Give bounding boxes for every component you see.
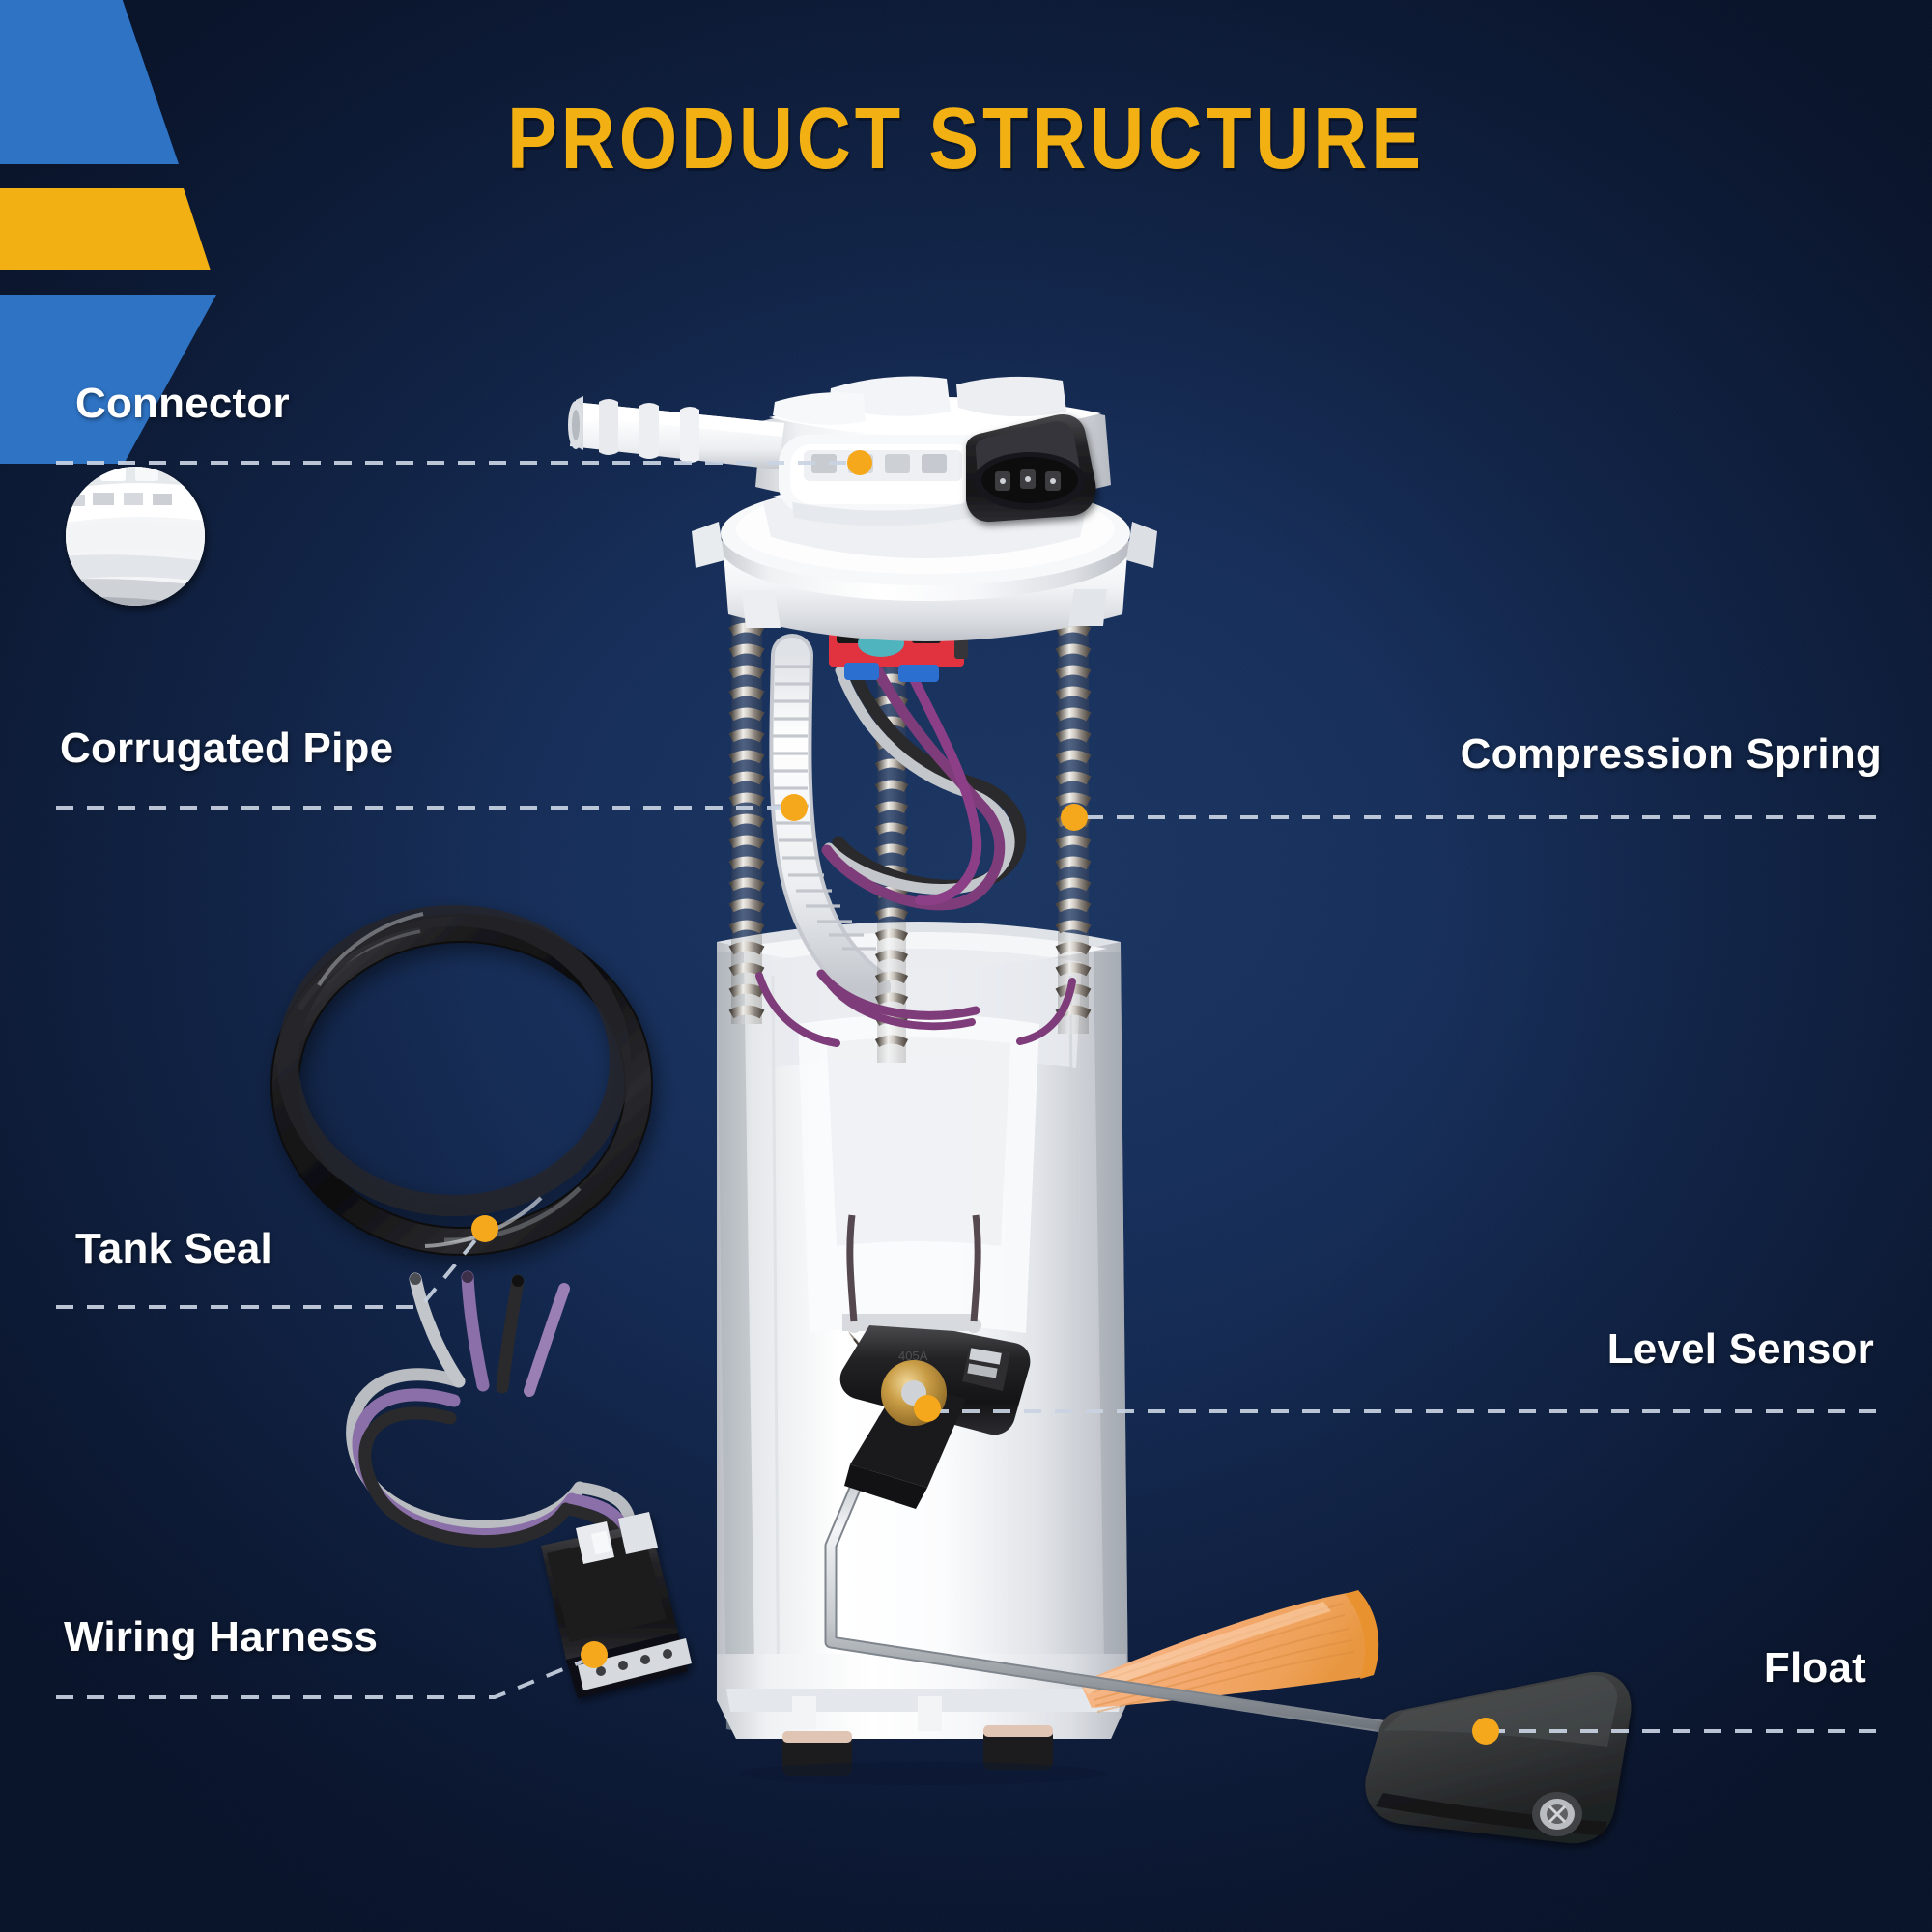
- corner-decoration: [0, 0, 216, 464]
- dot-wiring-harness: [581, 1641, 608, 1668]
- callout-label-compression-spring: Compression Spring: [1460, 730, 1882, 778]
- svg-text:405A: 405A: [898, 1349, 928, 1363]
- dot-connector: [847, 450, 872, 475]
- stripe-blue-top: [0, 0, 179, 164]
- dot-corrugated-pipe: [781, 794, 808, 821]
- strainer-sock: [1080, 1590, 1379, 1713]
- marker-dots: [471, 450, 1499, 1745]
- connector-saddle: [779, 435, 987, 526]
- callout-compression-spring[interactable]: Compression Spring: [1460, 730, 1882, 778]
- level-sensor: 405A: [839, 1214, 1031, 1509]
- leader-lines: [56, 461, 1876, 1733]
- wiring-harness-pigtail: [346, 1270, 692, 1698]
- compression-spring-left: [728, 580, 765, 1024]
- stripe-blue-bottom: [0, 295, 216, 464]
- callout-label-level-sensor: Level Sensor: [1606, 1325, 1874, 1373]
- callout-label-float: Float: [1763, 1644, 1866, 1691]
- callout-corrugated-pipe[interactable]: Corrugated Pipe: [60, 724, 394, 772]
- callout-connector[interactable]: Connector: [75, 380, 290, 427]
- callout-tank-seal[interactable]: Tank Seal: [75, 1225, 272, 1272]
- dot-level-sensor: [914, 1395, 941, 1422]
- dot-compression-spring: [1061, 804, 1088, 831]
- corrugated-pipe: [769, 634, 891, 1009]
- outlet-ports: [568, 376, 1111, 526]
- leader-wiring-harness: [56, 1657, 590, 1699]
- stripe-yellow-middle: [0, 188, 211, 270]
- callout-float[interactable]: Float: [1763, 1644, 1866, 1691]
- fuel-pump-module: 405A: [568, 376, 1632, 1844]
- tank-seal-ring: [270, 905, 653, 1256]
- module-wiring: [755, 647, 1076, 1047]
- dot-tank-seal: [471, 1215, 498, 1242]
- callout-label-corrugated-pipe: Corrugated Pipe: [60, 724, 394, 772]
- dot-float: [1472, 1718, 1499, 1745]
- connector-inset-photo: [66, 467, 205, 606]
- float: [1365, 1671, 1632, 1844]
- electrical-connector: [965, 413, 1096, 523]
- callout-level-sensor[interactable]: Level Sensor: [1606, 1325, 1874, 1373]
- callout-label-connector: Connector: [75, 380, 290, 427]
- page-title: PRODUCT STRUCTURE: [507, 90, 1425, 186]
- callout-label-tank-seal: Tank Seal: [75, 1225, 272, 1272]
- callout-label-wiring-harness: Wiring Harness: [64, 1613, 379, 1661]
- callout-wiring-harness[interactable]: Wiring Harness: [64, 1613, 379, 1661]
